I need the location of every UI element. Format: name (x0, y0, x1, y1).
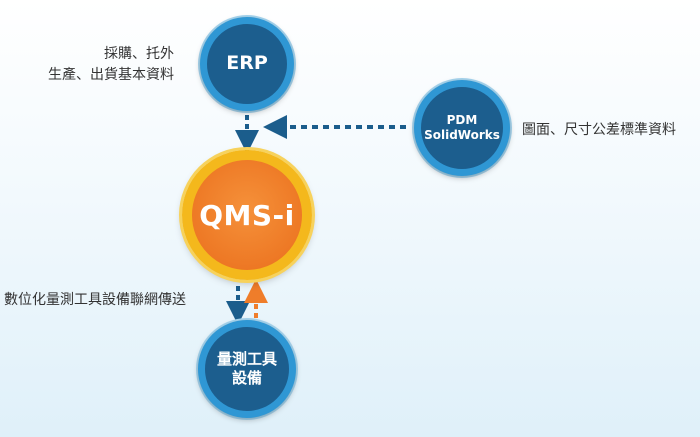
device-node-label: 量測工具 設備 (216, 350, 277, 387)
measurement-device-node: 量測工具 設備 (198, 320, 296, 418)
pdm-solidworks-node: PDM SolidWorks (414, 80, 510, 176)
pdm-node-label: PDM SolidWorks (424, 113, 500, 142)
erp-node-label: ERP (226, 52, 268, 75)
device-transfer-caption: 數位化量測工具設備聯網傳送 (4, 292, 186, 308)
erp-caption-line-2: 生產、出貨基本資料 (48, 67, 174, 83)
qms-i-node: QMS-i (182, 150, 312, 280)
pdm-caption: 圖面、尺寸公差標準資料 (522, 122, 676, 138)
erp-node: ERP (200, 17, 294, 111)
qms-node-label: QMS-i (199, 198, 295, 232)
erp-caption-line-1: 採購、托外 (104, 46, 174, 62)
